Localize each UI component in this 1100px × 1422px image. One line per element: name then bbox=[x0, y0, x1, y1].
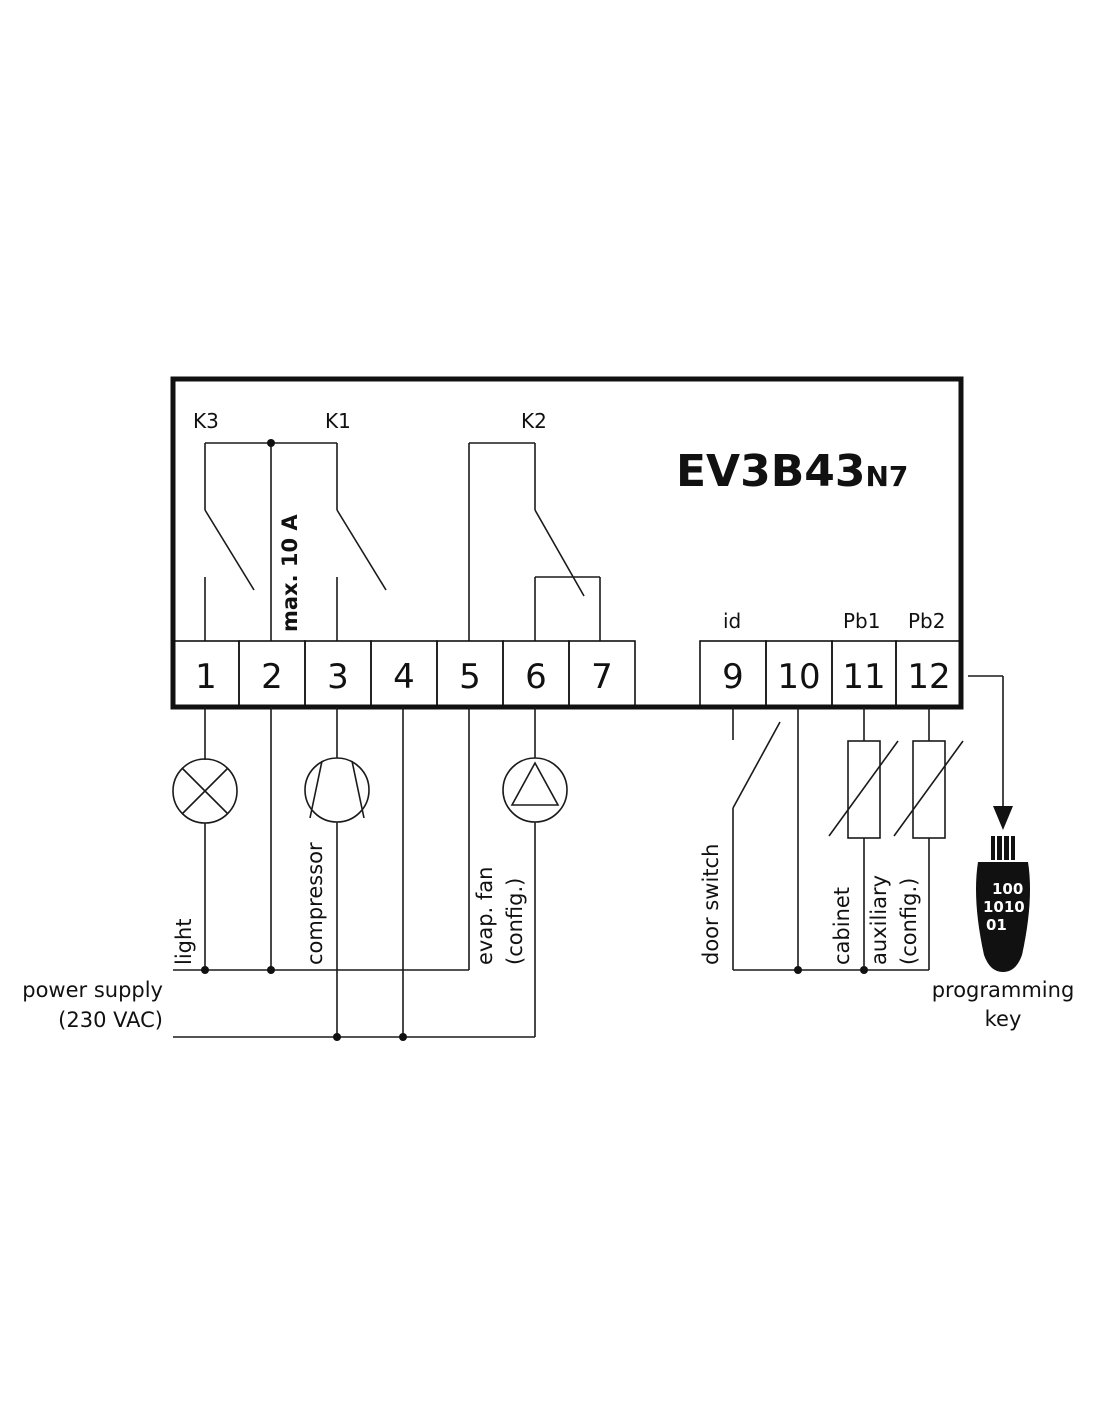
light-lamp-icon bbox=[172, 758, 238, 824]
cabinet-label: cabinet bbox=[830, 887, 854, 965]
terminal-1: 1 bbox=[195, 657, 217, 697]
programming-key-label: programming bbox=[932, 978, 1075, 1002]
input-pb2-label: Pb2 bbox=[908, 609, 945, 633]
key-code-line-2: 1010 bbox=[983, 898, 1025, 916]
door-switch-label: door switch bbox=[699, 844, 723, 965]
terminal-5: 5 bbox=[459, 657, 481, 697]
evap-fan-label: evap. fan bbox=[473, 867, 497, 965]
auxiliary-probe-icon bbox=[893, 740, 964, 839]
model-name: EV3B43N7 bbox=[676, 446, 908, 497]
programming-key-label-2: key bbox=[985, 1007, 1022, 1031]
external-load-wiring bbox=[173, 707, 536, 1041]
terminal-4: 4 bbox=[393, 657, 415, 697]
auxiliary-label: auxiliary bbox=[867, 875, 891, 965]
relay-k2-label: K2 bbox=[521, 409, 547, 433]
light-label: light bbox=[172, 918, 196, 965]
terminal-9: 9 bbox=[722, 657, 744, 697]
terminal-3: 3 bbox=[327, 657, 349, 697]
key-code-line-1: 100 bbox=[992, 880, 1023, 898]
terminal-11: 11 bbox=[842, 657, 885, 697]
terminal-12: 12 bbox=[907, 657, 950, 697]
max-current-label: max. 10 A bbox=[278, 514, 302, 632]
key-code-line-3: 01 bbox=[986, 916, 1007, 934]
compressor-motor-icon bbox=[304, 757, 370, 823]
input-wiring bbox=[732, 707, 930, 974]
terminal-10: 10 bbox=[777, 657, 820, 697]
evap-fan-config-label: (config.) bbox=[503, 878, 527, 965]
programming-key-icon: 100 1010 01 bbox=[976, 836, 1030, 972]
terminal-6: 6 bbox=[525, 657, 547, 697]
evaporator-fan-icon bbox=[502, 757, 568, 823]
compressor-label: compressor bbox=[303, 842, 327, 965]
input-id-label: id bbox=[723, 609, 741, 633]
relay-k1-label: K1 bbox=[325, 409, 351, 433]
relay-k3-label: K3 bbox=[193, 409, 219, 433]
input-pb1-label: Pb1 bbox=[843, 609, 880, 633]
terminal-7: 7 bbox=[591, 657, 613, 697]
internal-relay-wiring bbox=[204, 439, 601, 641]
terminal-2: 2 bbox=[261, 657, 283, 697]
terminal-strip-left bbox=[172, 640, 636, 708]
power-supply-label: power supply bbox=[22, 978, 163, 1002]
power-supply-voltage-label: (230 VAC) bbox=[58, 1008, 163, 1032]
cabinet-probe-icon bbox=[828, 740, 899, 839]
programming-key-link bbox=[968, 675, 1013, 830]
auxiliary-config-label: (config.) bbox=[897, 878, 921, 965]
